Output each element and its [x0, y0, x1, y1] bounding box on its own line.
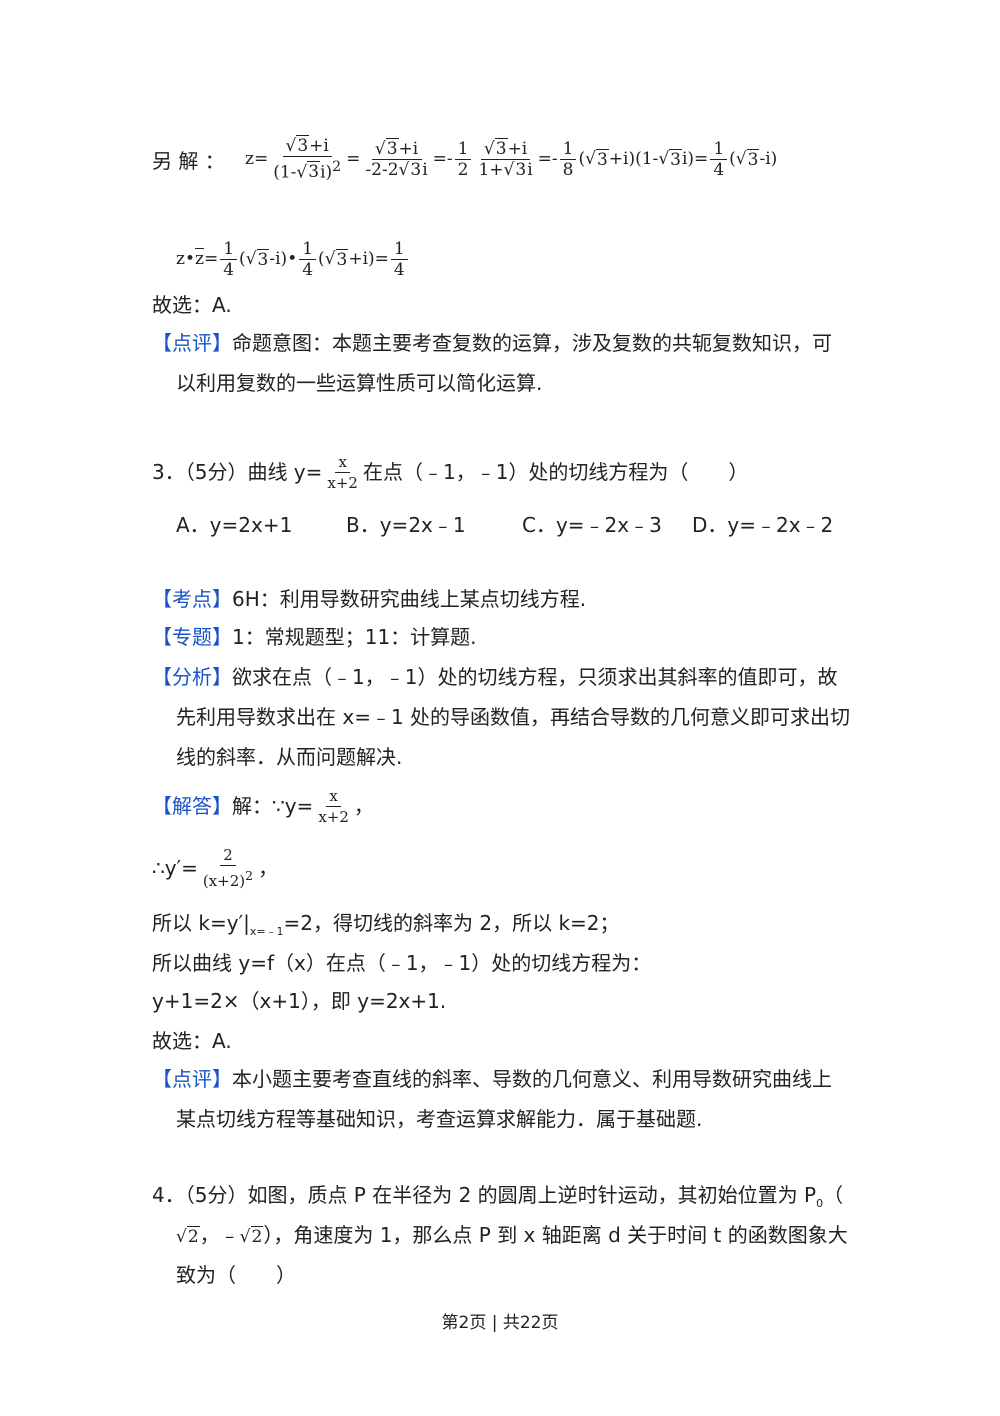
- q3-zhuanti: 【专题】1：常规题型；11：计算题.: [152, 625, 477, 649]
- page-footer: 第2页 | 共22页: [441, 1313, 559, 1333]
- q3-option-c: C．y=﹣2x﹣3: [522, 513, 662, 537]
- q3-option-a: A．y=2x+1: [176, 513, 293, 537]
- q2-comment-line1: 【点评】命题意图：本题主要考查复数的运算，涉及复数的共轭复数知识，可: [152, 331, 832, 355]
- q4-line1: 4．（5分）如图，质点 P 在半径为 2 的圆周上逆时针运动，其初始位置为 P0…: [152, 1183, 844, 1210]
- q3-kaodian: 【考点】6H：利用导数研究曲线上某点切线方程.: [152, 587, 587, 611]
- q3-jieda-derivative: ∴y′= 2(x+2)2 ，: [152, 846, 279, 890]
- q3-dianping-line2: 某点切线方程等基础知识，考查运算求解能力．属于基础题.: [176, 1107, 703, 1131]
- q3-fenxi-line2: 先利用导数求出在 x=﹣1 处的导函数值，再结合导数的几何意义即可求出切: [176, 705, 851, 729]
- q3-fenxi-line1: 【分析】欲求在点（﹣1，﹣1）处的切线方程，只须求出其斜率的值即可，故: [152, 665, 838, 689]
- q2-comment-line2: 以利用复数的一些运算性质可以简化运算.: [176, 371, 543, 395]
- alt-solution-label: 另 解 ：: [152, 149, 225, 173]
- q3-jieda-line4: 所以曲线 y=f（x）在点（﹣1，﹣1）处的切线方程为：: [152, 951, 652, 975]
- q3-option-d: D．y=﹣2x﹣2: [692, 513, 834, 537]
- q3-fenxi-line3: 线的斜率．从而问题解决.: [176, 745, 403, 769]
- q2-choose: 故选：A.: [152, 293, 232, 317]
- q4-line2: √2，﹣√2），角速度为 1，那么点 P 到 x 轴距离 d 关于时间 t 的函…: [176, 1223, 848, 1247]
- q4-line3: 致为（ ）: [176, 1263, 296, 1287]
- q2-comment-tag: 【点评】: [152, 331, 232, 355]
- q3-jieda-line5: y+1=2×（x+1），即 y=2x+1.: [152, 989, 447, 1013]
- q3-jieda-choose: 故选：A.: [152, 1029, 232, 1053]
- q3-dianping-line1: 【点评】本小题主要考查直线的斜率、导数的几何意义、利用导数研究曲线上: [152, 1067, 832, 1091]
- q3-jieda-slope: 所以 k=y′|x=﹣1=2，得切线的斜率为 2，所以 k=2；: [152, 911, 620, 938]
- q3-option-b: B．y=2x﹣1: [346, 513, 466, 537]
